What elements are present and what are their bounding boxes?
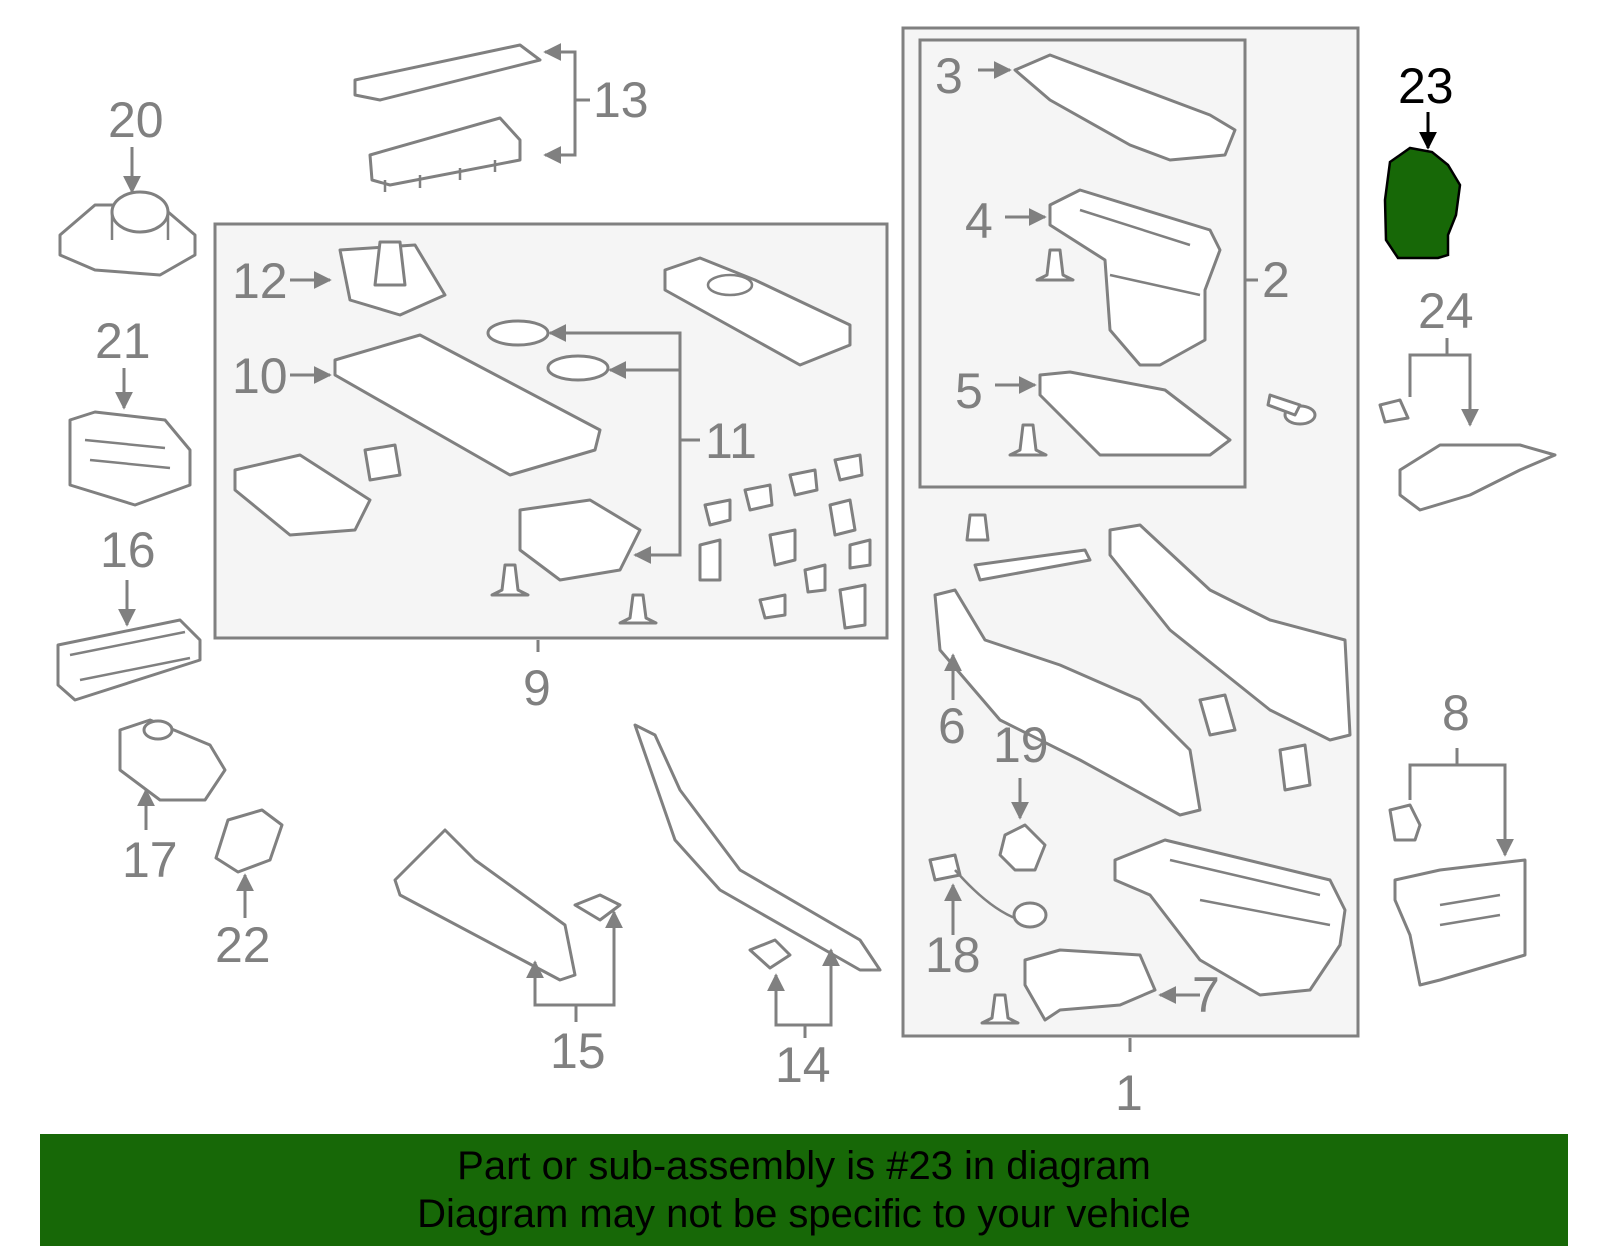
banner-line-2: Diagram may not be specific to your vehi… xyxy=(417,1192,1191,1236)
part-16-switch-panel[interactable] xyxy=(56,618,202,702)
callout-10: 10 xyxy=(232,348,288,404)
fastener-clips-9 xyxy=(490,563,658,625)
fastener-clip-2 xyxy=(1008,248,1075,457)
part-1-side-panel-right[interactable] xyxy=(1108,523,1352,792)
callout-13: 13 xyxy=(593,72,649,128)
part-22-switch[interactable] xyxy=(214,808,284,874)
part-6-side-panel[interactable] xyxy=(933,513,1202,817)
callout-7: 7 xyxy=(1192,967,1220,1023)
part-23-shift-knob[interactable] xyxy=(1383,146,1462,260)
part-14-trim-right[interactable] xyxy=(633,723,882,972)
part-20-controller[interactable] xyxy=(58,190,197,277)
banner-line-1: Part or sub-assembly is #23 in diagram xyxy=(457,1144,1151,1188)
callout-18: 18 xyxy=(925,927,981,983)
part-12-shift-boot[interactable] xyxy=(338,240,447,317)
callout-5: 5 xyxy=(955,363,983,419)
callout-12: 12 xyxy=(232,253,288,309)
part-4-armrest-frame[interactable] xyxy=(1048,188,1222,367)
part-18-harness[interactable] xyxy=(928,853,1048,929)
part-21-module[interactable] xyxy=(68,410,192,507)
part-17-knob-module[interactable] xyxy=(118,718,227,802)
fastener-bolt xyxy=(1266,393,1317,426)
callout-22: 22 xyxy=(215,917,271,973)
part-13-trays[interactable] xyxy=(353,43,542,192)
part-1-console-box[interactable] xyxy=(1113,838,1347,997)
callout-21: 21 xyxy=(95,313,151,369)
part-5-lower-plate[interactable] xyxy=(1038,370,1232,457)
callout-8: 8 xyxy=(1442,685,1470,741)
part-9-console-top[interactable] xyxy=(663,256,852,367)
callout-2: 2 xyxy=(1262,252,1290,308)
callout-1: 1 xyxy=(1115,1065,1143,1121)
callout-11: 11 xyxy=(705,413,757,469)
callout-9: 9 xyxy=(523,660,551,716)
part-3-lid-pad[interactable] xyxy=(1013,53,1237,162)
fastener-clip-1 xyxy=(980,993,1020,1025)
callout-24: 24 xyxy=(1418,283,1474,339)
part-7-duct[interactable] xyxy=(1023,948,1157,1022)
callout-20: 20 xyxy=(108,92,164,148)
part-info-banner: Part or sub-assembly is #23 in diagram D… xyxy=(40,1134,1568,1246)
part-19-socket[interactable] xyxy=(998,823,1047,872)
part-8-rear-vent[interactable] xyxy=(1388,803,1527,987)
callout-4: 4 xyxy=(965,193,993,249)
callout-23: 23 xyxy=(1398,58,1454,114)
part-15-trim-left[interactable] xyxy=(393,828,622,982)
callout-3: 3 xyxy=(935,48,963,104)
part-10-console-panel[interactable] xyxy=(233,333,602,537)
callout-6: 6 xyxy=(938,698,966,754)
callout-14: 14 xyxy=(775,1037,831,1093)
callout-15: 15 xyxy=(550,1023,606,1079)
callout-17: 17 xyxy=(122,832,178,888)
callout-19: 19 xyxy=(993,717,1049,773)
callout-16: 16 xyxy=(100,522,156,578)
part-24-switch-bezel[interactable] xyxy=(1378,398,1557,512)
